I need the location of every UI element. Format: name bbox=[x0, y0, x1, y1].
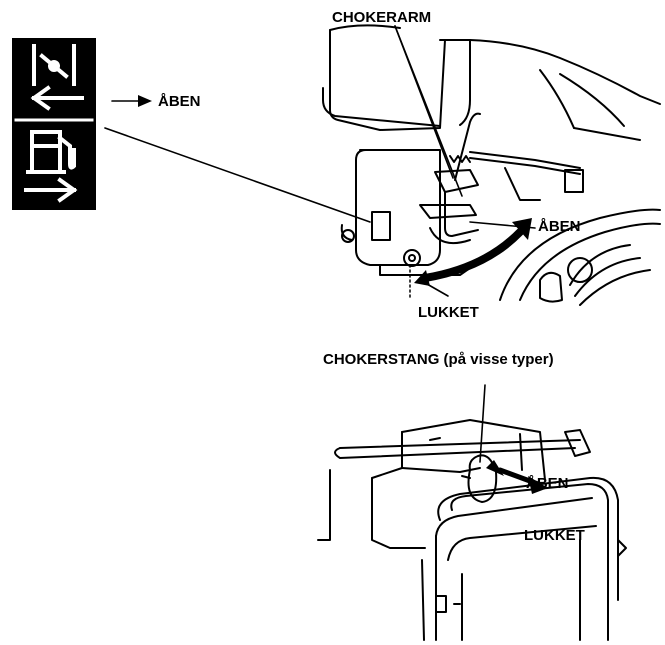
arrow-right-icon bbox=[24, 177, 78, 203]
closed-arm-label: LUKKET bbox=[418, 304, 479, 321]
engine-illustration-bottom bbox=[317, 419, 627, 641]
leader-lines-bottom bbox=[479, 384, 486, 463]
open-symbol-label: ÅBEN bbox=[158, 93, 201, 110]
engine-illustration-top bbox=[322, 24, 661, 306]
open-rod-label: ÅBEN bbox=[526, 475, 569, 492]
choke-rod-label: CHOKERSTANG (på visse typer) bbox=[323, 351, 554, 368]
choke-fuel-symbol-icon bbox=[14, 44, 94, 203]
leader-lines-top bbox=[104, 25, 536, 297]
arrow-left-icon bbox=[30, 85, 84, 111]
choke-arm-label: CHOKERARM bbox=[332, 9, 432, 26]
choke-butterfly-icon bbox=[32, 44, 76, 86]
open-arm-label: ÅBEN bbox=[538, 218, 581, 235]
fuel-pump-icon bbox=[26, 130, 76, 174]
choke-rod-motion-arrow bbox=[486, 460, 548, 494]
choke-fuel-symbol-panel bbox=[12, 38, 96, 210]
choke-arm-motion-arrow bbox=[414, 218, 532, 286]
closed-rod-label: LUKKET bbox=[524, 527, 585, 544]
